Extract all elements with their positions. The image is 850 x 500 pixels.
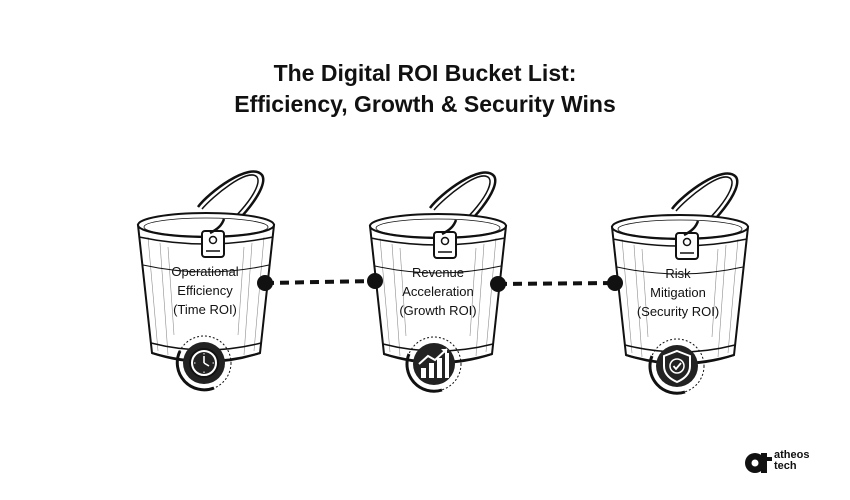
connector-node (367, 273, 383, 289)
logo-wordmark: atheos tech (774, 450, 809, 472)
title-line-2: Efficiency, Growth & Security Wins (234, 91, 616, 117)
bucket-1-label-line-1: Operational (171, 264, 239, 279)
bucket-3-label-line-3: (Security ROI) (636, 304, 720, 319)
growth-chart-icon (405, 336, 462, 393)
logo-line-1: atheos (774, 449, 810, 461)
bucket-1-label: Operational Efficiency (Time ROI) (140, 262, 270, 319)
bucket-2-label: Revenue Acceleration (Growth ROI) (373, 263, 503, 320)
logo-mark-icon (745, 453, 772, 473)
bucket-2-label-line-2: Acceleration (402, 284, 474, 299)
connector-2-3 (490, 275, 623, 292)
connector-1-2 (257, 273, 383, 291)
diagram-title: The Digital ROI Bucket List: Efficiency,… (0, 58, 850, 120)
bucket-3-label: Risk Mitigation (Security ROI) (613, 264, 743, 321)
connector-node (257, 275, 273, 291)
bucket-1-label-line-3: (Time ROI) (173, 302, 237, 317)
bucket-1-label-line-2: Efficiency (177, 283, 233, 298)
bucket-2-label-line-1: Revenue (411, 265, 465, 280)
bucket-3-label-line-1: Risk (665, 266, 691, 281)
title-line-1: The Digital ROI Bucket List: (273, 60, 577, 86)
bucket-3-label-line-2: Mitigation (650, 285, 706, 300)
brand-logo: atheos tech (744, 449, 830, 477)
connector-node (490, 276, 506, 292)
shield-check-icon (648, 338, 705, 395)
logo-line-2: tech (774, 460, 797, 472)
connector-node (607, 275, 623, 291)
clock-icon (175, 335, 232, 392)
bucket-2-label-line-3: (Growth ROI) (399, 303, 477, 318)
